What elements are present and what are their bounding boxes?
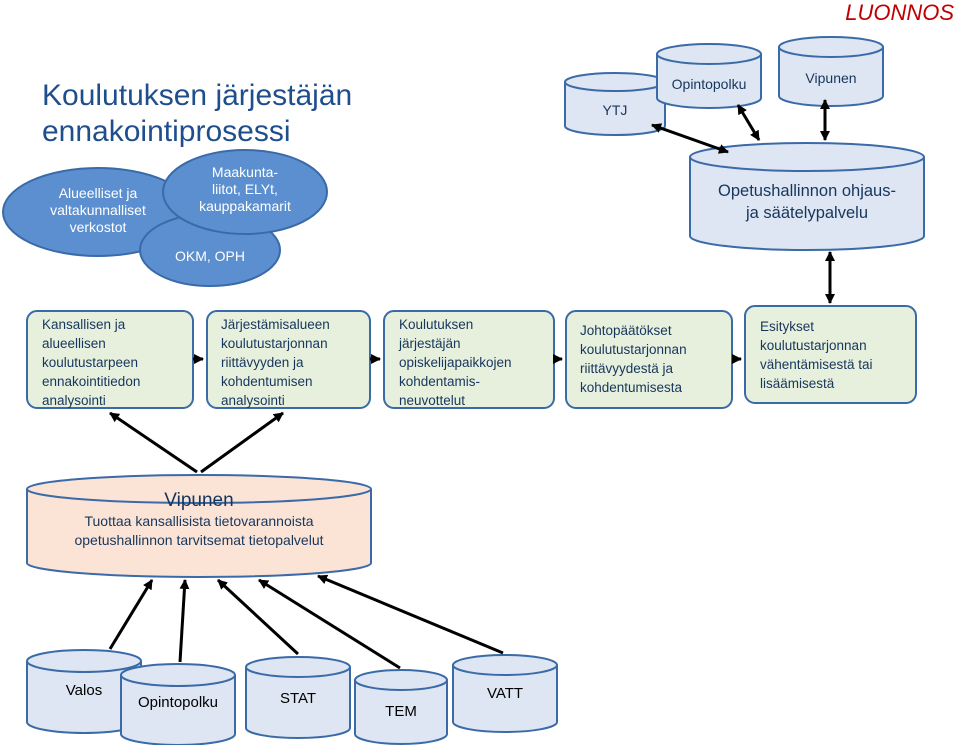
- arrow-vipunen-step-2: [200, 411, 284, 474]
- db-stat: [245, 656, 351, 739]
- process-step-1-line: Kansallisen ja: [42, 317, 126, 332]
- process-step-5-line: lisäämisestä: [760, 376, 835, 391]
- process-step-5-line: vähentämisestä tai: [760, 357, 873, 372]
- db-label-tem: TEM: [385, 703, 417, 720]
- arrow-opintopolku-ohjaus: [736, 104, 761, 141]
- process-step-2-line: analysointi: [221, 393, 285, 408]
- db-label-ohjaus-line: ja säätelypalvelu: [746, 204, 868, 222]
- title-line-1: Koulutuksen järjestäjän: [42, 79, 353, 112]
- process-step-3-line: Koulutuksen: [399, 317, 474, 332]
- process-step-3-line: neuvottelut: [399, 393, 466, 408]
- db-vipunen-main: [26, 474, 372, 578]
- network-ellipse-regions-offices: [162, 149, 328, 235]
- db-label-stat: STAT: [279, 690, 317, 707]
- process-step-4: Johtopäätökset koulutustarjonnan riittäv…: [580, 321, 730, 397]
- db-ohjaus: [689, 142, 925, 251]
- process-step-1: Kansallisen ja alueellisen koulutustarpe…: [42, 315, 190, 410]
- process-step-5: Esitykset koulutustarjonnan vähentämises…: [760, 317, 915, 393]
- process-step-5-line: koulutustarjonnan: [760, 338, 867, 353]
- network-label-regions-offices: Maakunta- liitot, ELYt, kauppakamarit: [165, 164, 325, 214]
- process-step-3: Koulutuksen järjestäjän opiskelijapaikko…: [399, 315, 554, 410]
- db-vipunen-top: [778, 36, 884, 107]
- process-step-3-line: järjestäjän: [399, 336, 461, 351]
- process-step-1-line: koulutustarpeen: [42, 355, 139, 370]
- db-valos: [26, 649, 142, 734]
- db-label-vatt: VATT: [486, 685, 524, 702]
- network-label-regions-line: Maakunta-: [211, 164, 279, 180]
- db-label-opintopolku-top: Opintopolku: [671, 76, 747, 92]
- process-step-1-line: alueellisen: [42, 336, 106, 351]
- db-label-ohjaus: Opetushallinnon ohjaus- ja säätelypalvel…: [690, 180, 924, 224]
- db-vatt: [452, 654, 558, 733]
- network-label-regional: Alueelliset ja valtakunnalliset verkosto…: [23, 185, 173, 235]
- process-step-4-line: koulutustarjonnan: [580, 342, 687, 357]
- db-tem: [354, 669, 448, 745]
- arrow-ytj-ohjaus: [651, 123, 729, 154]
- process-step-box-5: [744, 305, 917, 404]
- network-label-regions-line: kauppakamarit: [199, 197, 291, 214]
- title-line-2: ennakointiprosessi: [42, 115, 291, 148]
- process-step-2-line: riittävyyden ja: [221, 355, 304, 370]
- process-step-4-line: Johtopäätökset: [580, 323, 672, 338]
- process-step-1-line: ennakointitiedon: [42, 374, 141, 389]
- arrow-vipunen-step-1: [109, 411, 198, 474]
- arrow-tem-vipunen: [258, 578, 401, 670]
- network-label-regional-line: valtakunnalliset: [50, 201, 146, 218]
- process-step-4-line: riittävyydestä ja: [580, 361, 674, 376]
- db-label-vipunen-top: Vipunen: [805, 70, 857, 86]
- arrow-valos-vipunen: [108, 579, 154, 650]
- vipunen-main-name: Vipunen: [164, 490, 234, 511]
- db-label-valos: Valos: [65, 682, 103, 699]
- db-label-ytj: YTJ: [602, 102, 628, 118]
- arrow-stat-vipunen: [216, 578, 300, 656]
- page-title: Koulutuksen järjestäjän ennakointiproses…: [42, 78, 352, 150]
- db-opintopolku-top: [656, 43, 762, 109]
- process-step-2: Järjestämisalueen koulutustarjonnan riit…: [221, 315, 369, 410]
- arrow-opintopolku-vipunen: [178, 579, 190, 663]
- process-step-2-line: kohdentumisen: [221, 374, 313, 389]
- process-step-5-line: Esitykset: [760, 319, 815, 334]
- process-step-3-line: opiskelijapaikkojen: [399, 355, 512, 370]
- arrow-vatt-vipunen: [317, 574, 504, 655]
- process-step-2-line: koulutustarjonnan: [221, 336, 328, 351]
- vipunen-main-label: Vipunen Tuottaa kansallisista tietovaran…: [27, 490, 371, 550]
- vipunen-main-desc-2: opetushallinnon tarvitsemat tietopalvelu…: [74, 532, 324, 548]
- db-label-ohjaus-line: Opetushallinnon ohjaus-: [718, 182, 896, 200]
- process-step-1-line: analysointi: [42, 393, 106, 408]
- process-step-3-line: kohdentamis-: [399, 374, 481, 389]
- network-label-regional-line: Alueelliset ja: [58, 185, 138, 201]
- vipunen-main-desc-1: Tuottaa kansallisista tietovarannoista: [84, 513, 314, 529]
- db-label-opintopolku-bottom: Opintopolku: [137, 694, 219, 711]
- draft-label: LUONNOS: [845, 0, 954, 25]
- network-label-regions-line: liitot, ELYt,: [212, 180, 278, 197]
- process-step-2-line: Järjestämisalueen: [221, 317, 330, 332]
- network-label-regional-line: verkostot: [69, 218, 127, 235]
- process-step-4-line: kohdentumisesta: [580, 380, 683, 395]
- network-label-ministry: OKM, OPH: [174, 248, 245, 264]
